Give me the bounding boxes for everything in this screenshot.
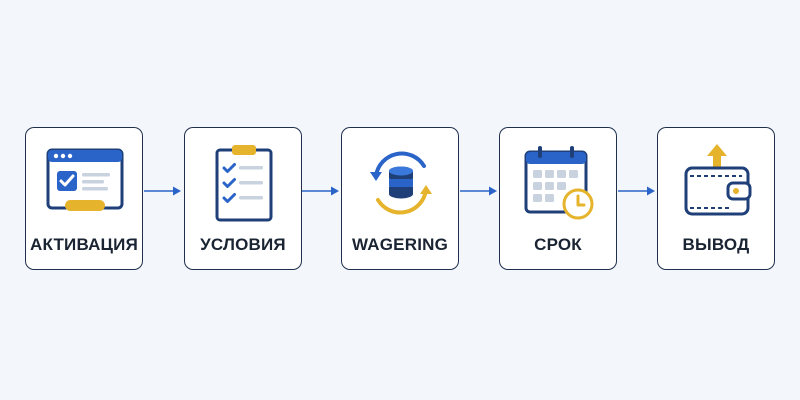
step-label: УСЛОВИЯ <box>200 235 286 254</box>
step-card-term: СРОК <box>499 127 617 270</box>
step-label: ВЫВОД <box>682 235 750 254</box>
calendar-clock-icon <box>524 146 594 220</box>
step-label: СРОК <box>534 235 582 254</box>
step-card-conditions: УСЛОВИЯ <box>184 127 302 270</box>
clipboard-checklist-icon <box>215 145 273 222</box>
step-card-wagering: WAGERING <box>341 127 459 270</box>
flow-arrow <box>302 186 339 196</box>
step-card-activation: АКТИВАЦИЯ <box>25 127 143 270</box>
flow-arrow <box>618 186 655 196</box>
step-card-withdrawal: ВЫВОД <box>657 127 775 270</box>
flow-arrow <box>144 186 181 196</box>
flow-arrow <box>460 186 497 196</box>
step-label: АКТИВАЦИЯ <box>29 235 139 254</box>
wallet-upload-icon <box>684 144 752 216</box>
step-label: WAGERING <box>351 235 449 254</box>
coin-stack-cycle-icon <box>370 151 432 215</box>
browser-check-icon <box>46 148 124 211</box>
